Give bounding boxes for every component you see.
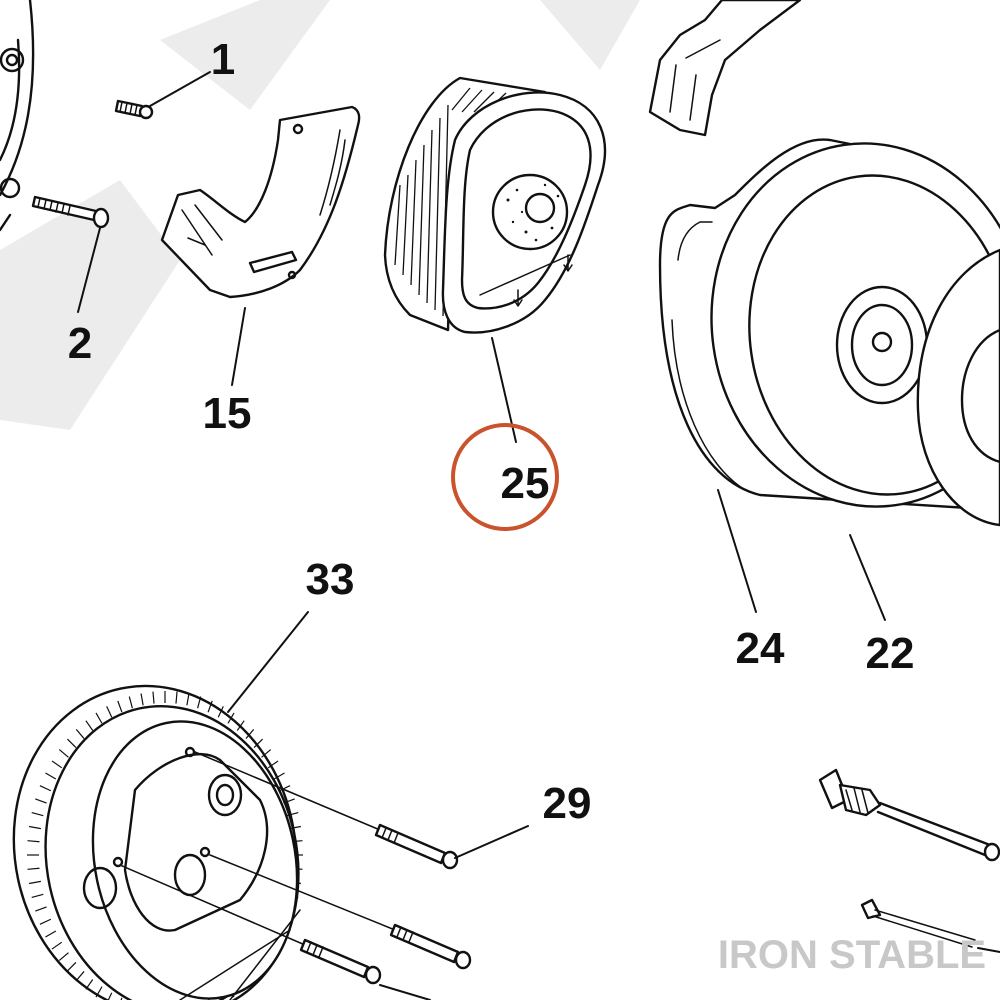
pulley-tooth	[39, 785, 52, 792]
pulley-tooth	[51, 941, 63, 950]
background-watermark	[0, 0, 640, 430]
pulley-tooth	[267, 760, 279, 769]
pulley-tooth	[58, 749, 69, 758]
pulley-tooth	[107, 992, 113, 1000]
pulley-tooth	[35, 798, 47, 804]
pulley-tooth	[283, 798, 295, 804]
pulley-tooth	[31, 893, 44, 899]
pulley-tooth	[51, 760, 63, 769]
pulley-tooth	[261, 749, 272, 758]
callout-25-highlight-circle	[451, 423, 559, 531]
callout-25: 25	[501, 459, 550, 508]
leader-33	[227, 611, 309, 713]
callout-2: 2	[68, 319, 92, 368]
leader-29b	[379, 984, 431, 1000]
pulley-tooth	[175, 691, 178, 704]
pulley-tooth	[140, 693, 144, 706]
pulley-tooth	[85, 979, 94, 990]
pulley-tooth	[217, 706, 224, 718]
pulley-tooth	[106, 706, 113, 718]
part-1-screw	[114, 99, 154, 120]
leader-22	[849, 534, 886, 621]
pulley-tooth	[66, 738, 77, 748]
pulley-tooth	[273, 772, 285, 780]
part-25-air-filter-element	[383, 76, 607, 334]
pulley-tooth	[236, 720, 245, 731]
pulley-tooth	[75, 728, 85, 739]
pulley-tooth	[253, 738, 264, 748]
pulley-tooth	[95, 712, 103, 724]
pulley-tooth	[152, 691, 155, 704]
pulley-tooth	[27, 867, 40, 870]
pulley-tooth	[45, 930, 57, 938]
leader-1	[149, 71, 211, 107]
pulley-tooth	[95, 986, 103, 998]
callout-33: 33	[306, 555, 355, 604]
leader-2	[77, 227, 101, 313]
callout-24: 24	[736, 624, 785, 673]
pulley-tooth	[85, 720, 94, 731]
leader-29	[454, 825, 529, 859]
part-22-cover	[710, 142, 1000, 527]
pulley-tooth	[66, 962, 77, 972]
pulley-tooth	[245, 728, 255, 739]
pulley-tooth	[35, 906, 47, 912]
pulley-tooth	[227, 712, 235, 724]
leader-15	[231, 307, 246, 386]
pulley-tooth	[31, 811, 44, 817]
part-15-bracket	[160, 105, 361, 299]
pulley-tooth	[197, 696, 202, 709]
part-33-pulley	[12, 684, 303, 1000]
part-29-bolts	[119, 751, 472, 1000]
callout-1: 1	[211, 35, 235, 84]
pulley-tooth	[186, 693, 190, 706]
callout-15: 15	[203, 389, 252, 438]
part-2-bolt	[31, 195, 110, 229]
pulley-tooth	[28, 880, 42, 885]
pulley-tooth	[286, 811, 299, 817]
pulley-tooth	[117, 700, 123, 713]
pulley-tooth	[207, 700, 213, 713]
pulley-tooth	[28, 825, 42, 830]
callout-22: 22	[866, 629, 915, 678]
pulley-tooth	[27, 840, 40, 843]
pulley-tooth	[45, 772, 57, 780]
pulley-tooth	[278, 785, 291, 792]
pulley-tooth	[75, 971, 85, 982]
upper-curved-part	[648, 0, 802, 137]
housing-edge	[0, 0, 35, 232]
sensor-connector	[818, 768, 1000, 862]
pulley-tooth	[58, 952, 69, 961]
cable-tie	[860, 898, 1000, 953]
pulley-tooth	[39, 918, 52, 925]
pulley-tooth	[128, 696, 133, 709]
brand-watermark: IRON STABLE	[718, 933, 986, 977]
callout-29: 29	[543, 779, 592, 828]
leader-24	[717, 489, 757, 613]
